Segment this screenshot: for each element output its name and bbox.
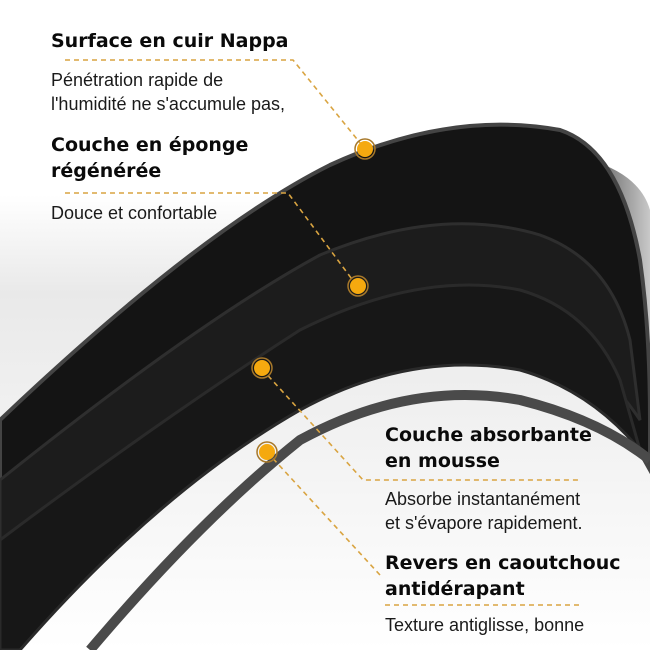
feature-4-title-line-1: Revers en caoutchouc <box>385 552 621 574</box>
feature-4-title: Revers en caoutchouc antidérapant <box>385 550 621 602</box>
feature-1-desc-line-2: l'humidité ne s'accumule pas, <box>51 94 285 114</box>
feature-1-description: Pénétration rapide de l'humidité ne s'ac… <box>51 68 285 116</box>
feature-2-title-line-1: Couche en éponge <box>51 134 249 156</box>
feature-3-description: Absorbe instantanément et s'évapore rapi… <box>385 487 583 535</box>
feature-3-desc-line-1: Absorbe instantanément <box>385 489 581 509</box>
feature-3-title-line-1: Couche absorbante <box>385 424 592 446</box>
feature-4-title-line-2: antidérapant <box>385 578 525 600</box>
feature-3-title: Couche absorbante en mousse <box>385 422 592 474</box>
feature-3-desc-line-2: et s'évapore rapidement. <box>385 513 583 533</box>
feature-2-title: Couche en éponge régénérée <box>51 132 248 184</box>
feature-2-title-line-2: régénérée <box>51 160 162 182</box>
feature-3-title-line-2: en mousse <box>385 450 500 472</box>
leader-line-2 <box>65 192 358 287</box>
feature-1-title: Surface en cuir Nappa <box>51 30 289 52</box>
marker-dots <box>251 138 376 463</box>
feature-1-desc-line-1: Pénétration rapide de <box>51 70 224 90</box>
feature-4-description: Texture antiglisse, bonne <box>385 615 585 635</box>
leader-line-1 <box>65 59 366 150</box>
feature-2-description: Douce et confortable <box>51 203 218 223</box>
